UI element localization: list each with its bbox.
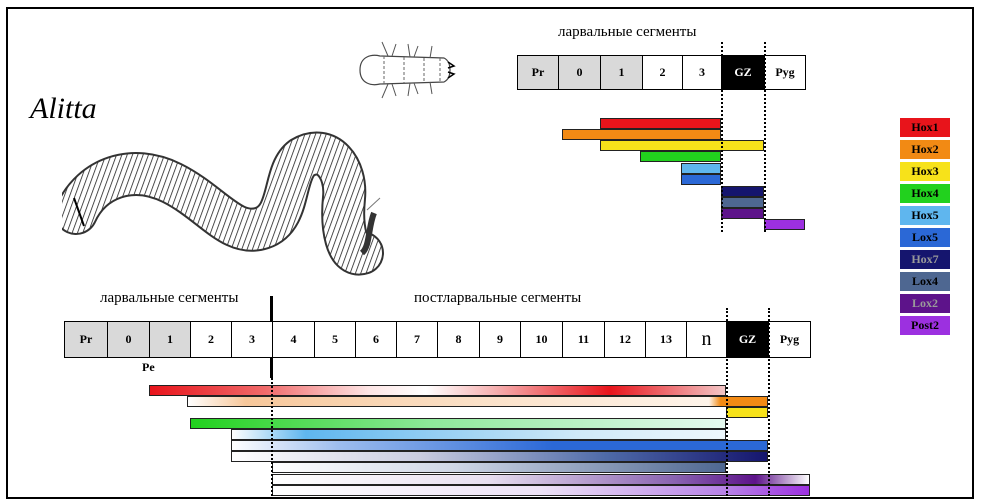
bottom-segment-7: 7 (396, 321, 438, 358)
bottom-gz-left-guide (726, 308, 728, 496)
bottom-segment-2: 2 (190, 321, 232, 358)
top-larval-segments-label: ларвальные сегменты (558, 24, 696, 41)
bottom-segment-pr: Pr (64, 321, 108, 358)
segment4-guide (271, 378, 273, 496)
legend-item-hox7: Hox7 (900, 250, 950, 269)
bottom-bar-hox2 (187, 396, 768, 407)
bottom-bar-lox5 (231, 440, 768, 451)
bottom-segment-4: 4 (272, 321, 315, 358)
bottom-bar-hox5 (231, 429, 726, 440)
bottom-segment-6: 6 (355, 321, 397, 358)
legend-item-hox3: Hox3 (900, 162, 950, 181)
legend-item-lox2: Lox2 (900, 294, 950, 313)
top-bar-hox7 (721, 186, 764, 197)
top-bar-hox4 (640, 151, 721, 162)
top-segment-pr: Pr (517, 55, 559, 90)
bottom-segment-9: 9 (479, 321, 521, 358)
larva-illustration (348, 38, 468, 102)
top-segment-1: 1 (600, 55, 643, 90)
bottom-bar-hox1 (149, 385, 726, 396)
top-segment-3: 3 (682, 55, 722, 90)
top-segment-pyg: Pyg (764, 55, 806, 90)
bottom-segment-3: 3 (231, 321, 273, 358)
legend-item-hox2: Hox2 (900, 140, 950, 159)
species-title: Alitta (30, 92, 97, 126)
bottom-segment-1: 1 (149, 321, 191, 358)
bottom-segment-11: 11 (562, 321, 605, 358)
legend-item-post2: Post2 (900, 316, 950, 335)
bottom-segment-12: 12 (604, 321, 646, 358)
pe-label: Pe (142, 360, 155, 375)
bottom-segment-10: 10 (520, 321, 563, 358)
top-bar-lox4 (721, 197, 764, 208)
top-bar-lox5 (681, 174, 721, 185)
bottom-larval-segments-label: ларвальные сегменты (100, 290, 238, 307)
top-bar-hox1 (600, 118, 721, 129)
top-bar-lox2 (721, 208, 764, 219)
legend-item-lox4: Lox4 (900, 272, 950, 291)
bottom-segment-n: n (686, 321, 727, 358)
legend-item-lox5: Lox5 (900, 228, 950, 247)
top-segment-0: 0 (558, 55, 601, 90)
bottom-bar-lox2 (272, 474, 810, 485)
top-bar-hox3 (600, 140, 764, 151)
bottom-bar-hox7 (231, 451, 768, 462)
worm-illustration (62, 128, 392, 278)
bottom-bar-hox3 (726, 407, 768, 418)
gz-left-guide (721, 42, 723, 232)
gz-right-guide (764, 42, 766, 232)
top-bar-post2 (764, 219, 805, 230)
legend-item-hox1: Hox1 (900, 118, 950, 137)
legend-item-hox5: Hox5 (900, 206, 950, 225)
top-segment-2: 2 (642, 55, 683, 90)
bottom-segment-gz: GZ (726, 321, 769, 358)
top-bar-hox2 (562, 129, 721, 140)
bottom-segment-8: 8 (437, 321, 480, 358)
top-segment-gz: GZ (721, 55, 765, 90)
bottom-segment-13: 13 (645, 321, 687, 358)
top-bar-hox5 (681, 163, 721, 174)
postlarval-segments-label: постларвальные сегменты (414, 290, 581, 307)
legend-item-hox4: Hox4 (900, 184, 950, 203)
bottom-gz-right-guide (768, 308, 770, 496)
bottom-bar-lox4 (272, 462, 726, 473)
bottom-segment-pyg: Pyg (768, 321, 811, 358)
bottom-bar-post2 (272, 485, 810, 496)
bottom-segment-5: 5 (314, 321, 356, 358)
bottom-segment-0: 0 (107, 321, 150, 358)
